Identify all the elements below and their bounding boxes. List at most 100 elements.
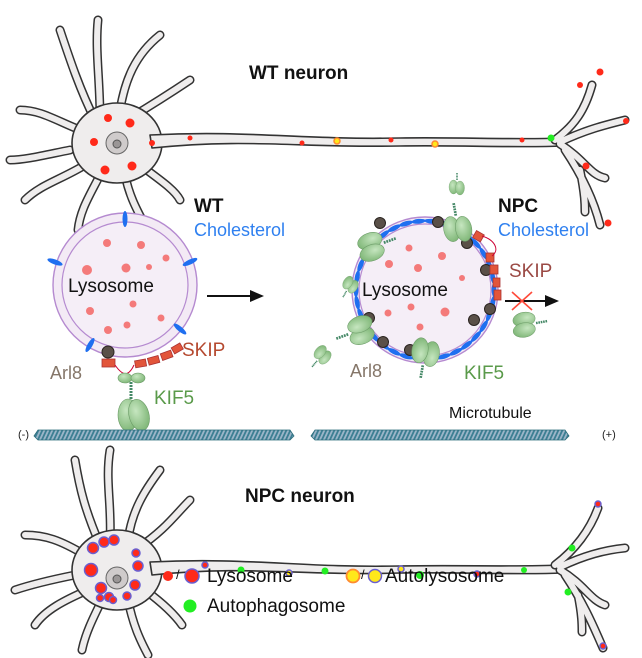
wt-arl8-label: Arl8 [50, 363, 83, 383]
cholesterol-marker [460, 340, 473, 350]
kif5-motor [411, 337, 440, 379]
lysosome [83, 562, 99, 578]
lysosome [519, 137, 525, 143]
kif5-stalk [383, 237, 397, 244]
arl8-protein [468, 314, 480, 326]
lysosome [95, 593, 105, 603]
autophagosome [321, 567, 329, 575]
kif5-head [455, 216, 473, 242]
arl8-protein [432, 216, 444, 228]
autolysosome [431, 140, 439, 148]
legend-autolysosome-label: Autolysosome [385, 566, 505, 587]
lysosome [582, 162, 590, 170]
cholesterol-marker [357, 258, 365, 272]
npc-condition-label: NPC [498, 196, 539, 217]
autolysosome [397, 565, 405, 573]
kif5-head [347, 315, 373, 334]
cholesterol-marker [470, 238, 482, 249]
legend-separator: / [361, 567, 365, 582]
arl8-protein [374, 217, 386, 229]
cholesterol-markers [47, 211, 198, 353]
kif5-motor [335, 315, 375, 345]
autophagosome [568, 544, 576, 552]
lysosome [623, 118, 629, 124]
lysosome [90, 138, 98, 146]
wt-axon [149, 132, 563, 149]
autophagosome [237, 566, 245, 574]
kif5-motor [448, 173, 465, 196]
cholesterol-marker [387, 224, 401, 232]
autolysosome [333, 137, 341, 145]
legend-lysosome-label: Lysosome [207, 566, 293, 587]
kif5-head [342, 276, 354, 290]
kif5-head [512, 322, 536, 338]
legend-lysosome-wt-marker [163, 571, 173, 581]
autolysosome [285, 569, 293, 577]
autophagosome [547, 134, 555, 142]
kif5-motor [357, 232, 397, 262]
kif5-head [359, 243, 385, 262]
lysosome [149, 140, 155, 146]
legend-autophagosome-marker [183, 599, 197, 613]
cholesterol-marker [470, 331, 482, 342]
lysosome [187, 135, 193, 141]
lysosome [122, 591, 132, 601]
kif5-head [411, 337, 429, 364]
legend-autolysosome-npc-marker [367, 568, 383, 584]
lysosome [108, 595, 118, 605]
lysosome [473, 570, 481, 578]
lysosome [127, 161, 137, 171]
kif5-stalk [419, 365, 425, 379]
npc-organelles [83, 500, 607, 650]
npc-lysosome [311, 173, 559, 379]
npc-neuron-title: NPC neuron [245, 486, 355, 507]
lysosome [100, 165, 110, 175]
npc-lysosome-label: Lysosome [362, 280, 448, 301]
cholesterol-marker [411, 218, 426, 224]
kif5-stalk [452, 202, 458, 216]
lysosome [94, 581, 108, 595]
npc-cholesterol-label: Cholesterol [498, 220, 590, 240]
wt-organelles [90, 68, 629, 227]
kif5-motor [512, 311, 548, 338]
kif5-motor [117, 372, 150, 432]
lysosome [577, 82, 583, 88]
lysosome [596, 68, 604, 76]
minus-end-label: (-) [18, 429, 29, 441]
lysosome [129, 579, 141, 591]
plus-end-label: (+) [602, 429, 616, 441]
lysosome [131, 548, 141, 558]
cholesterol-marker [437, 353, 451, 360]
autophagosome [416, 571, 424, 579]
lysosome [108, 534, 120, 546]
kif5-motor [311, 345, 332, 368]
wt-cholesterol-label: Cholesterol [194, 220, 286, 240]
arl8-protein [101, 345, 115, 359]
cholesterol-marker [399, 353, 413, 360]
kif5-stalk [342, 290, 348, 298]
skip-protein [101, 342, 184, 369]
lysosome [594, 500, 602, 508]
microtubule-label: Microtubule [449, 405, 532, 422]
wt-neuron-title: WT neuron [249, 63, 349, 84]
kif5-head [455, 180, 465, 196]
kif5-stalk [335, 333, 349, 340]
wt-lysosome [47, 211, 264, 432]
autophagosome [521, 567, 527, 573]
arrow-right-icon [207, 290, 264, 302]
autophagosome [564, 588, 572, 596]
lysosome [604, 219, 612, 227]
npc-skip-label: SKIP [509, 261, 553, 282]
lysosome [388, 137, 394, 143]
lysosome [599, 642, 607, 650]
legend-lysosome-npc-marker [184, 568, 200, 584]
legend-autolysosome-wt-marker [345, 568, 361, 584]
cholesterol-marker [449, 348, 463, 356]
wt-condition-label: WT [194, 196, 224, 217]
lysosome [299, 140, 305, 146]
kif5-motors [311, 173, 548, 379]
cholesterol-marker [399, 220, 413, 227]
kif5-stalk [311, 360, 318, 368]
cholesterol-marker [354, 295, 360, 310]
